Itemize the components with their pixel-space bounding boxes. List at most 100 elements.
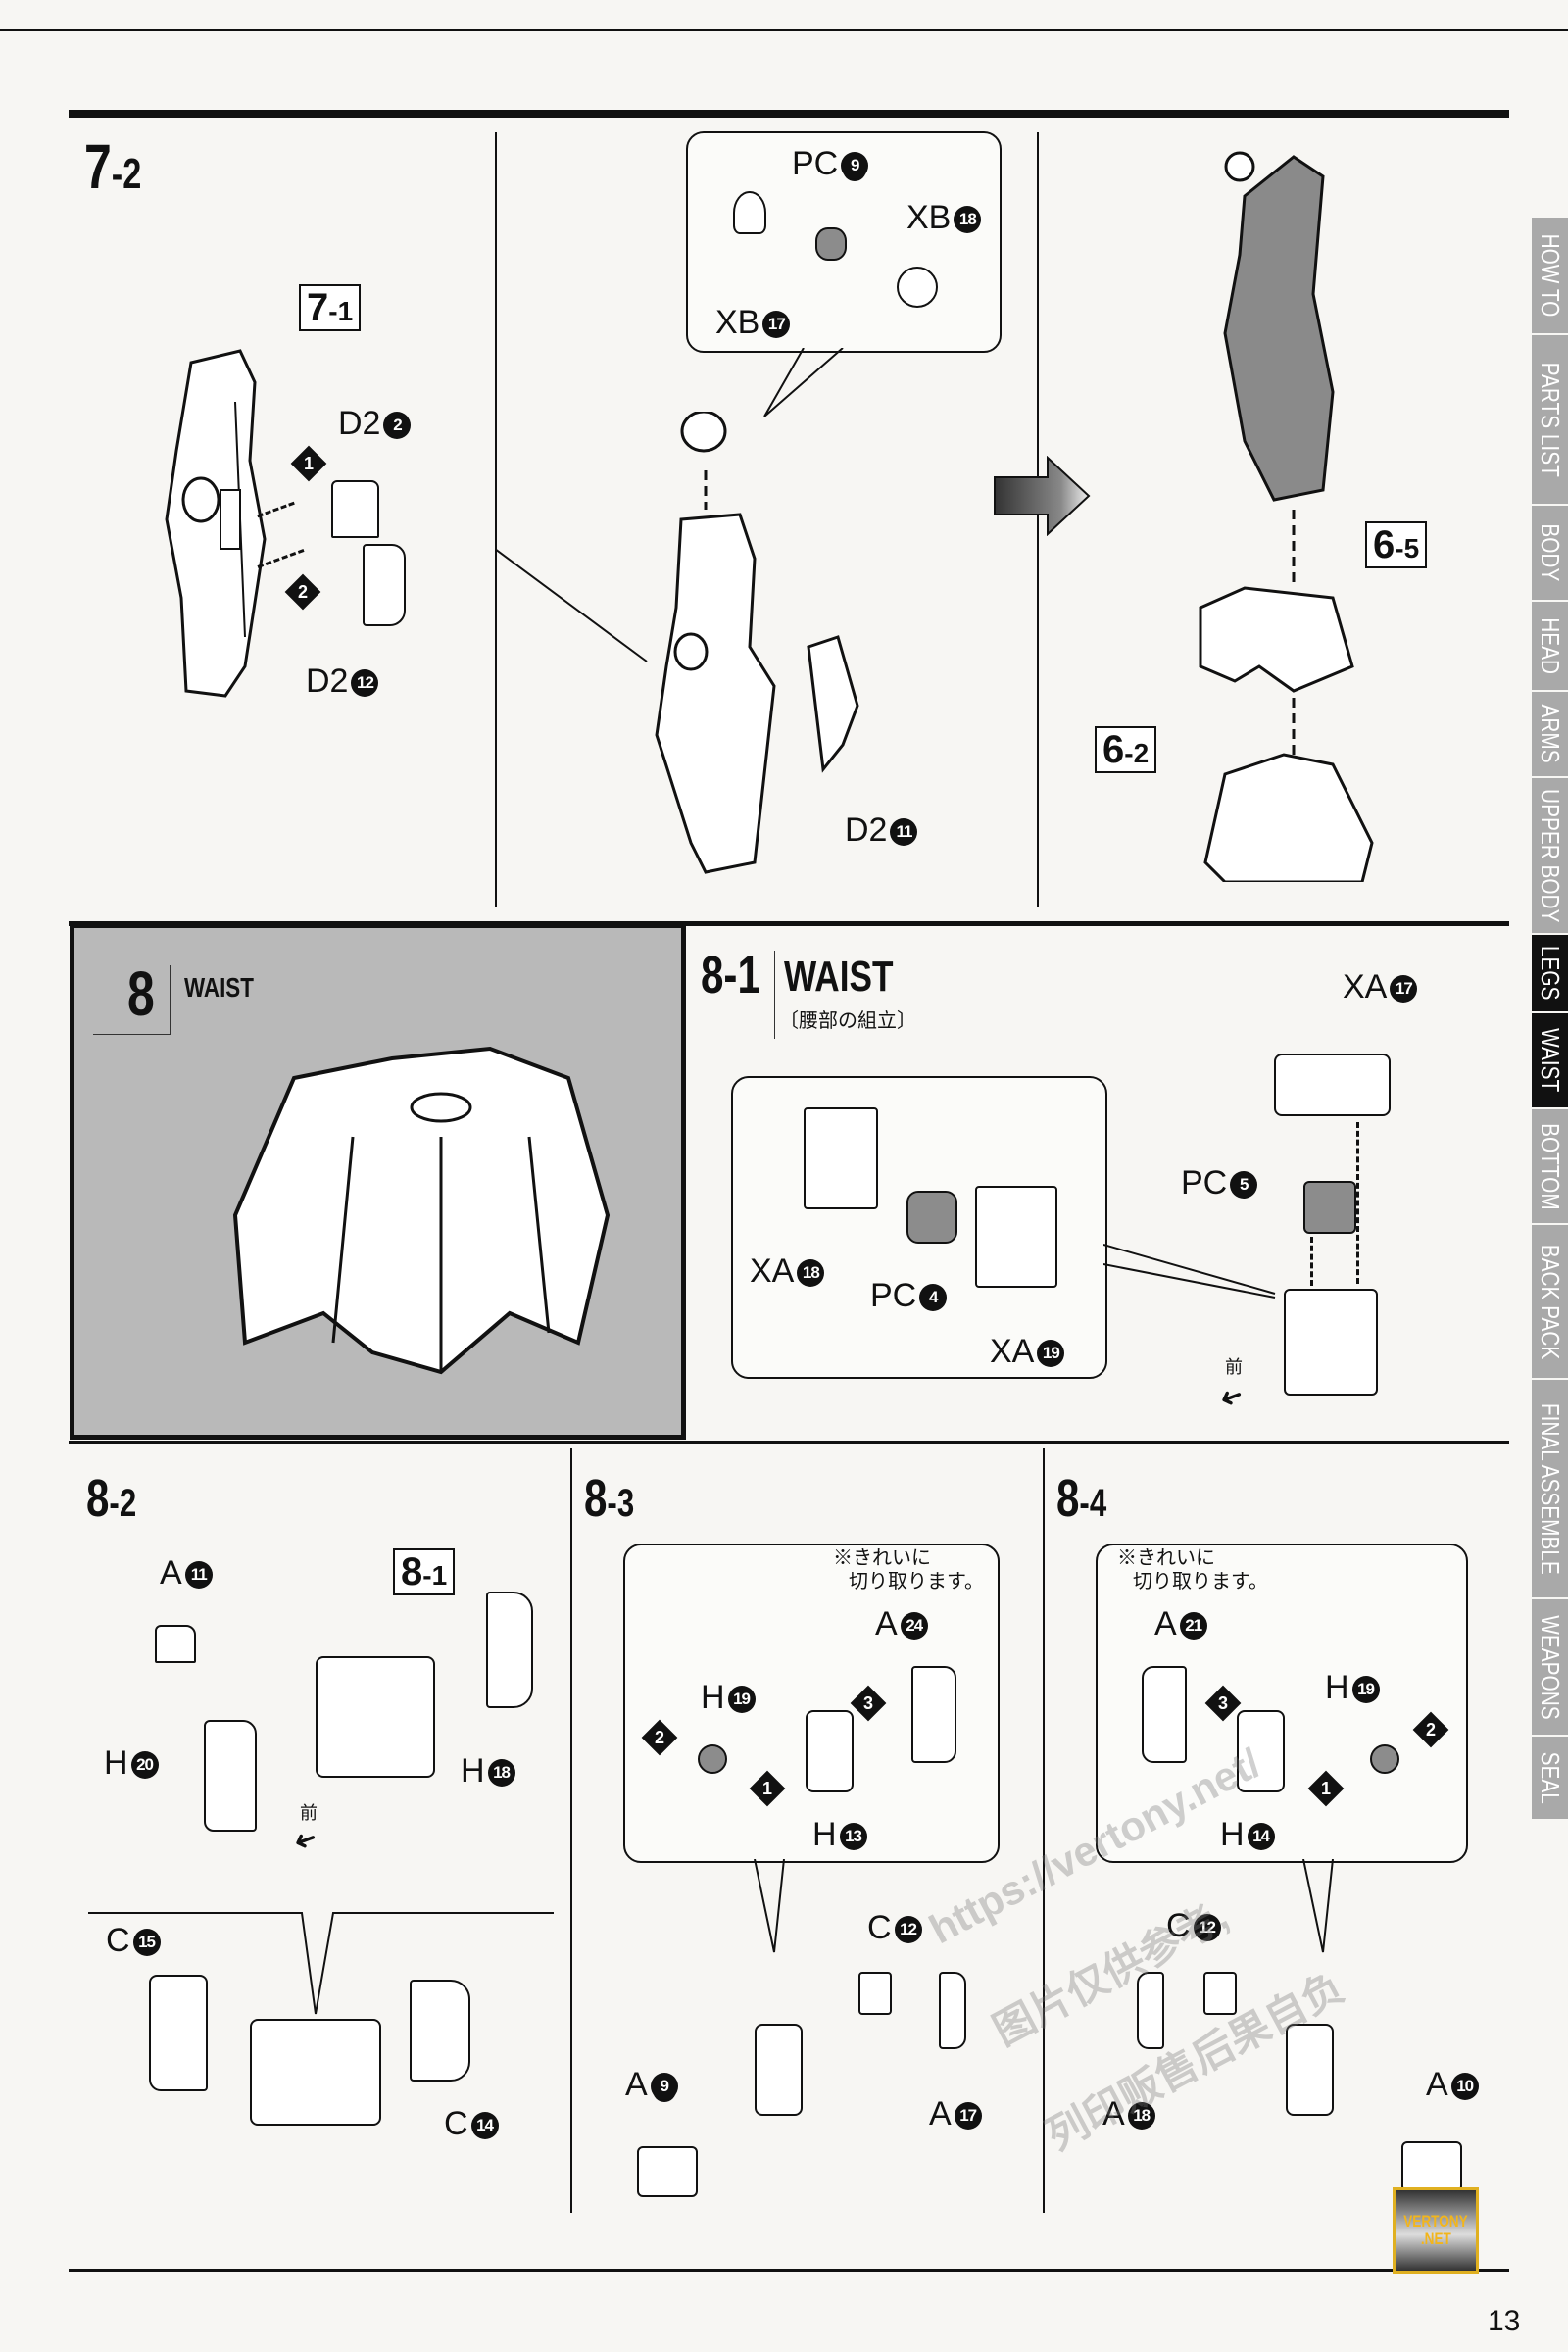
step-8-title-divider (170, 965, 171, 1034)
note-cut-cleanly: ※きれいに切り取ります。 (833, 1546, 984, 1593)
part-runner-letter: XA (750, 1252, 795, 1290)
part-runner-letter: -1 (422, 1560, 448, 1591)
waist-assembled-8-2 (250, 2019, 381, 2126)
tab-seal[interactable]: SEAL (1532, 1737, 1568, 1821)
part-runner-letter: 2 (1425, 1720, 1436, 1740)
part-xa-18 (804, 1107, 878, 1209)
section-rule-8-2 (69, 1441, 1509, 1444)
step-8-number: 8 (127, 962, 155, 1025)
part-h-20 (204, 1720, 257, 1832)
part-pc-4 (906, 1191, 957, 1244)
step-8-title: WAIST (184, 972, 254, 1003)
front-direction-label: 前 (1225, 1357, 1243, 1377)
part-runner-letter: ※きれいに (1117, 1547, 1215, 1569)
tab-back-pack[interactable]: BACK PACK (1532, 1225, 1568, 1380)
tab-waist[interactable]: WAIST (1532, 1013, 1568, 1109)
part-h-19 (698, 1744, 727, 1774)
tab-legs[interactable]: LEGS (1532, 935, 1568, 1013)
part-runner-letter: 2 (297, 582, 308, 602)
inset-pointer (1103, 1244, 1276, 1298)
part-runner-letter: 1 (761, 1779, 772, 1798)
dashed-arrow (1356, 1122, 1359, 1284)
step-8-1-subtitle: 〔腰部の組立〕 (779, 1010, 916, 1032)
tab-arms[interactable]: ARMS (1532, 692, 1568, 778)
part-xb-17 (733, 191, 766, 234)
part-runner-letter: -1 (328, 296, 354, 326)
part-h-18 (486, 1592, 533, 1708)
part-number-badge: 18 (1127, 2102, 1155, 2131)
part-runner-letter: PC (1181, 1164, 1228, 1201)
step-8-2-number: 8-2 (86, 1472, 136, 1525)
tab-head[interactable]: HEAD (1532, 602, 1568, 692)
part-runner-letter: -2 (111, 150, 142, 198)
tab-parts-list[interactable]: PARTS LIST (1532, 335, 1568, 506)
part-number-badge: 11 (184, 1561, 213, 1590)
section-index-sidebar: HOW TO PARTS LIST BODY HEAD ARMS UPPER B… (1532, 218, 1568, 1821)
part-a-10 (1401, 2141, 1462, 2192)
part-runner-letter: WAIST (1536, 1028, 1565, 1093)
part-number-badge: 19 (727, 1686, 756, 1714)
part-runner-letter: BODY (1536, 523, 1565, 582)
tab-weapons[interactable]: WEAPONS (1532, 1599, 1568, 1737)
tab-bottom[interactable]: BOTTOM (1532, 1109, 1568, 1225)
tab-final-assemble[interactable]: FINAL ASSEMBLE (1532, 1380, 1568, 1599)
next-step-arrow-icon (994, 456, 1091, 536)
waist-assembly-illustration (232, 1046, 611, 1375)
skirt-assembled-8-4 (1286, 2024, 1334, 2116)
part-number-badge: 18 (954, 206, 982, 234)
part-c-14 (410, 1980, 470, 2082)
part-number-badge: 14 (1247, 1823, 1275, 1851)
part-number-badge: 2 (383, 412, 412, 440)
part-runner-letter: H (1325, 1669, 1349, 1706)
part-runner-letter: 7 (84, 131, 112, 202)
part-runner-letter: -1 (723, 946, 760, 1004)
waist-frame-assembled (1284, 1289, 1378, 1396)
step-8-1-number: 8-1 (701, 949, 760, 1002)
part-runner-letter: HOW TO (1536, 233, 1565, 318)
part-runner-letter: .NET (1420, 2230, 1451, 2248)
part-runner-letter: C (1166, 1907, 1191, 1944)
part-c-12 (1203, 1972, 1237, 2015)
front-arrow-icon: ➜ (1215, 1379, 1249, 1417)
part-runner-letter: 8 (127, 958, 155, 1029)
part-number-badge: 24 (900, 1612, 928, 1641)
step-8-title-underline (93, 1034, 172, 1035)
part-number-badge: 18 (487, 1759, 515, 1788)
ref-box-6-5: 6-5 (1365, 521, 1428, 568)
ref-box-7-1: 7-1 (299, 284, 362, 331)
part-number-badge: 18 (797, 1259, 825, 1288)
part-runner-letter: A (929, 2095, 952, 2132)
order-3-badge: 3 (850, 1685, 887, 1722)
divider-7-2-a (495, 132, 497, 906)
tab-how-to[interactable]: HOW TO (1532, 218, 1568, 335)
vertony-logo: VERTONY .NET (1393, 2187, 1479, 2274)
tab-body[interactable]: BODY (1532, 506, 1568, 602)
part-h-14 (1237, 1710, 1285, 1792)
part-a-21 (1142, 1666, 1187, 1763)
part-number-badge: 5 (1230, 1171, 1258, 1200)
part-runner-letter: C (444, 2105, 468, 2142)
part-runner-letter: -5 (1395, 533, 1420, 564)
part-runner-letter: -2 (1124, 738, 1150, 768)
part-number-badge: 14 (470, 2112, 499, 2140)
tab-upper-body[interactable]: UPPER BODY (1532, 778, 1568, 935)
callout-pointer (754, 1859, 785, 1953)
part-runner-letter: D2 (845, 811, 888, 849)
part-runner-letter: A (875, 1605, 898, 1642)
section-top-rule (69, 110, 1509, 118)
part-runner-letter: 8 (401, 1550, 423, 1593)
part-number-badge: 19 (1351, 1676, 1380, 1704)
